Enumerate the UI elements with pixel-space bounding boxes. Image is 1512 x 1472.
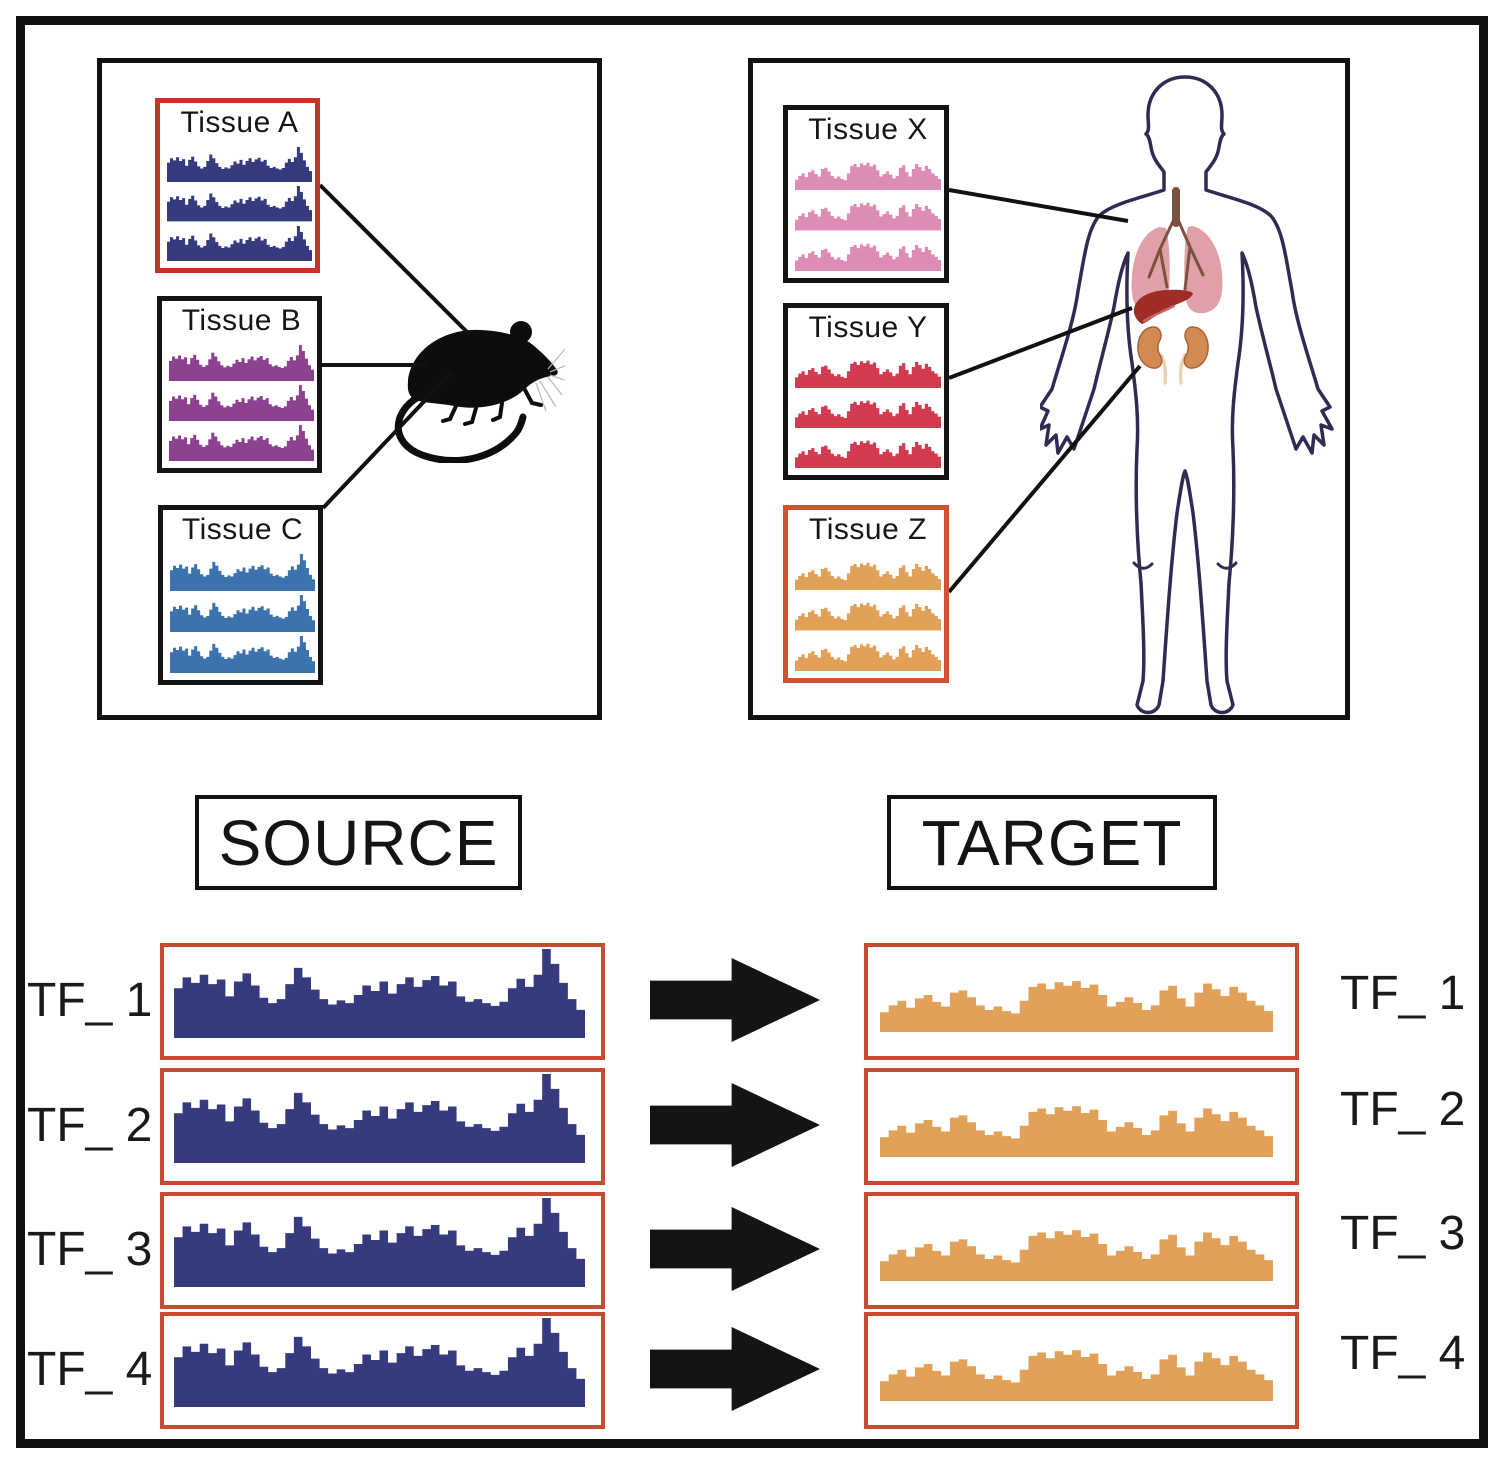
- human-body: [1040, 75, 1334, 715]
- signal-track: [167, 225, 312, 261]
- tissue-z-label: Tissue Z: [809, 513, 927, 546]
- tissue-x-label: Tissue X: [808, 113, 928, 146]
- signal-track: [174, 1074, 585, 1163]
- signal-track: [174, 949, 585, 1038]
- signal-track: [170, 595, 315, 632]
- signal-track: [795, 554, 941, 591]
- kidneys-icon: [1137, 326, 1209, 385]
- mouse-whiskers: [535, 348, 565, 412]
- signal-track: [795, 235, 941, 271]
- signal-track: [880, 965, 1273, 1032]
- signal-track: [795, 635, 941, 671]
- tf4-target-label: TF_ 4: [1340, 1327, 1466, 1380]
- signal-track: [169, 385, 314, 421]
- signal-track: [795, 352, 941, 388]
- signal-track: [174, 1198, 585, 1287]
- tf3-target-label: TF_ 3: [1340, 1207, 1466, 1260]
- signal-track: [795, 594, 941, 631]
- target-label-box: TARGET: [887, 795, 1217, 890]
- source-label: SOURCE: [218, 806, 499, 879]
- tf3-source-track-box: [160, 1192, 605, 1309]
- right-arrow-icon: [650, 958, 820, 1042]
- signal-track: [795, 194, 941, 231]
- tf3-source-label: TF_ 3: [27, 1223, 153, 1276]
- tf1-source-track-box: [160, 943, 605, 1060]
- signal-track: [795, 432, 941, 468]
- signal-track: [169, 345, 314, 381]
- right-arrow-icon: [650, 1083, 820, 1167]
- liver-icon: [1133, 289, 1193, 324]
- tf1-target-track-box: [864, 943, 1299, 1060]
- tissue-box-x: Tissue X: [783, 105, 949, 283]
- human-body-outline-icon: [1040, 75, 1334, 715]
- tissue-box-a: Tissue A: [155, 98, 320, 273]
- source-label-box: SOURCE: [195, 795, 522, 890]
- tf4-target-track-box: [864, 1312, 1299, 1429]
- signal-track: [795, 392, 941, 428]
- signal-track: [170, 554, 315, 591]
- human-panel: Tissue X Tissue Y Tissue Z: [748, 58, 1350, 720]
- tf2-source-label: TF_ 2: [27, 1099, 153, 1152]
- signal-track: [167, 147, 312, 183]
- tf1-source-label: TF_ 1: [27, 974, 153, 1027]
- tissue-box-z: Tissue Z: [783, 505, 949, 683]
- signal-track: [167, 186, 312, 222]
- tf2-target-track-box: [864, 1068, 1299, 1185]
- tf3-target-track-box: [864, 1192, 1299, 1309]
- tf4-source-track-box: [160, 1312, 605, 1429]
- target-label: TARGET: [921, 806, 1183, 879]
- tf2-target-label: TF_ 2: [1340, 1083, 1466, 1136]
- signal-track: [174, 1318, 585, 1407]
- right-arrow-icon: [650, 1207, 820, 1291]
- tf1-target-label: TF_ 1: [1340, 967, 1466, 1020]
- mouse-body: [407, 329, 558, 408]
- tf4-source-label: TF_ 4: [27, 1343, 153, 1396]
- right-arrow-icon: [650, 1327, 820, 1411]
- signal-track: [880, 1214, 1273, 1281]
- signal-track: [795, 154, 941, 191]
- mouse-panel: Tissue A Tissue B Tissue C: [97, 58, 602, 720]
- tissue-c-label: Tissue C: [181, 513, 304, 546]
- signal-track: [170, 636, 315, 673]
- tissue-box-b: Tissue B: [157, 296, 322, 473]
- tf2-source-track-box: [160, 1068, 605, 1185]
- tissue-b-label: Tissue B: [181, 304, 302, 337]
- tissue-y-label: Tissue Y: [808, 311, 928, 344]
- signal-track: [880, 1334, 1273, 1401]
- signal-track: [169, 425, 314, 461]
- connector-tissue-a: [318, 183, 472, 337]
- tissue-box-y: Tissue Y: [783, 303, 949, 480]
- signal-track: [880, 1090, 1273, 1157]
- tissue-a-label: Tissue A: [180, 106, 299, 139]
- mouse-silhouette-icon: [394, 321, 565, 463]
- tissue-box-c: Tissue C: [158, 505, 323, 685]
